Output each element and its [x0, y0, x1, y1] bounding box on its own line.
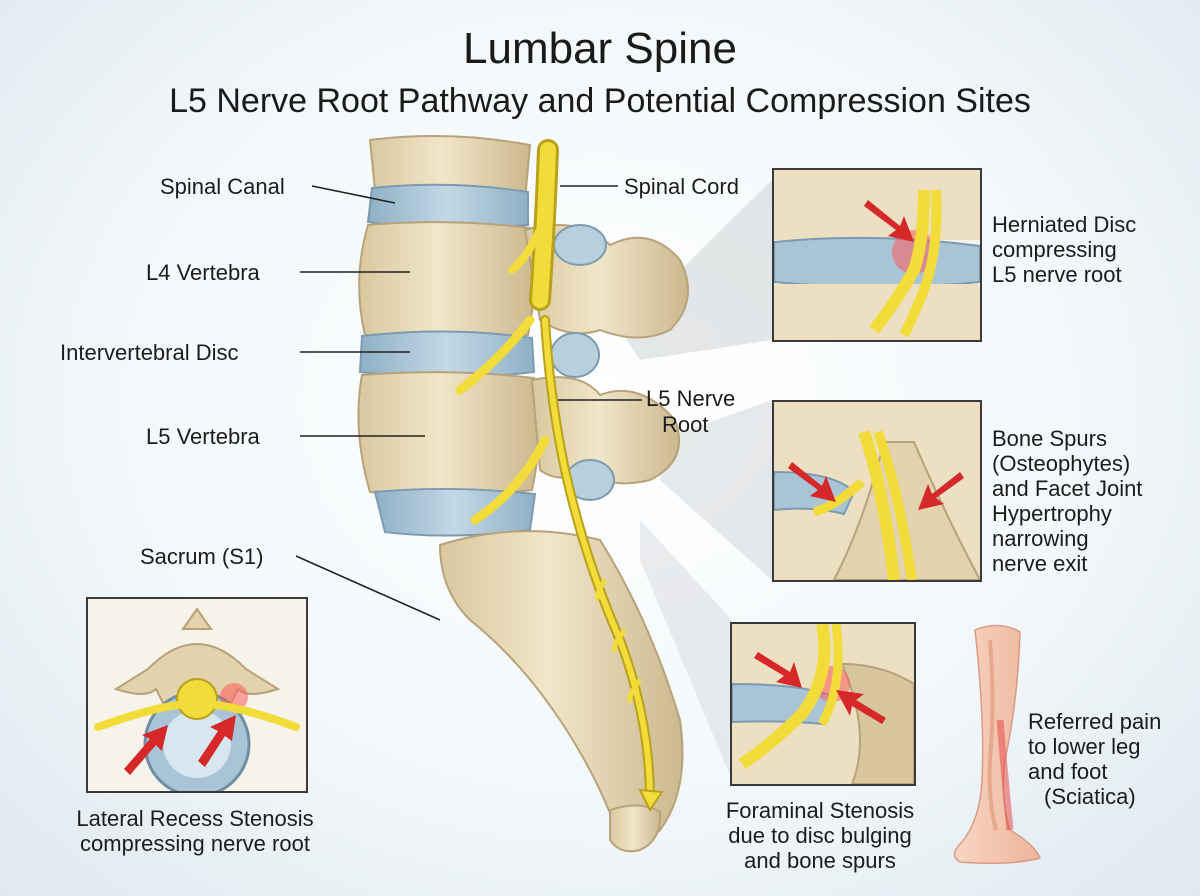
callout-bone-spurs-1: Bone Spurs: [992, 426, 1107, 451]
l4-facet-cartilage: [553, 224, 607, 266]
callout-bone-spurs-2: (Osteophytes): [992, 451, 1131, 476]
leg-bone-outline: [987, 639, 998, 831]
callout-referred-pain-1: Referred pain: [1028, 709, 1162, 734]
page-title: Lumbar Spine: [463, 24, 737, 73]
callout-herniated-3: L5 nerve root: [992, 262, 1122, 287]
label-sacrum: Sacrum (S1): [140, 544, 264, 569]
projection-cone-bone-spurs: [660, 400, 772, 580]
label-spinal-cord: Spinal Cord: [624, 174, 739, 199]
leg-illustration: [953, 624, 1042, 865]
callout-lateral-recess-2: compressing nerve root: [80, 831, 310, 856]
callout-referred-pain-3: and foot: [1028, 759, 1108, 784]
l5-facet-cartilage: [550, 332, 600, 378]
arrow-icon: [754, 652, 802, 688]
callout-bone-spurs-4: Hypertrophy: [992, 501, 1112, 526]
l4-nerve-branch: [455, 315, 535, 395]
label-l5-vertebra: L5 Vertebra: [146, 424, 260, 449]
s1-nerve-branch: [470, 435, 550, 525]
arrow-icon: [864, 200, 914, 242]
leader-spinal-canal: [311, 185, 396, 204]
referred-pain-zone: [996, 719, 1014, 831]
callout-foraminal-2: due to disc bulging: [728, 823, 912, 848]
l4-vertebral-body: [358, 221, 536, 341]
callout-bone-spurs-5: narrowing: [992, 526, 1089, 551]
arrow-icon: [198, 715, 236, 767]
coccyx: [609, 804, 662, 853]
nerve-path-arrowhead: [638, 788, 664, 812]
label-spinal-canal: Spinal Canal: [160, 174, 285, 199]
inset-lateral-recess-stenosis: [86, 597, 308, 793]
inset-foraminal-stenosis: [730, 622, 916, 786]
callout-foraminal-1: Foraminal Stenosis: [725, 798, 915, 823]
callout-lateral-recess-1: Lateral Recess Stenosis: [76, 806, 314, 831]
callout-referred-pain-4: (Sciatica): [1044, 784, 1136, 809]
callout-bone-spurs-3: and Facet Joint: [992, 476, 1143, 501]
callout-referred-pain-2: to lower leg: [1028, 734, 1141, 759]
callout-herniated-1: Herniated Disc: [992, 212, 1137, 237]
arrow-icon: [918, 472, 964, 510]
projection-cone-foraminal: [640, 520, 732, 780]
arrow-icon: [836, 690, 886, 724]
label-intervertebral-disc: Intervertebral Disc: [60, 340, 239, 365]
callout-herniated-2: compressing: [992, 237, 1117, 262]
callout-foraminal-3: and bone spurs: [744, 848, 896, 873]
page-subtitle: L5 Nerve Root Pathway and Potential Comp…: [169, 82, 1031, 120]
arrow-icon: [788, 462, 836, 502]
leader-sacrum: [295, 555, 441, 621]
upper-nerve-branch: [508, 226, 544, 274]
arrow-icon: [124, 725, 168, 775]
intervertebral-disc-l4-l5: [358, 330, 536, 378]
inset-herniated-disc: [772, 168, 982, 342]
callout-bone-spurs-6: nerve exit: [992, 551, 1088, 576]
l5-vertebral-body: [357, 371, 541, 497]
inset-bone-spurs: [772, 400, 982, 582]
label-l4-vertebra: L4 Vertebra: [146, 260, 260, 285]
label-l5-nerve-root-line2: Root: [662, 412, 709, 437]
label-l5-nerve-root-line1: L5 Nerve: [646, 386, 736, 411]
